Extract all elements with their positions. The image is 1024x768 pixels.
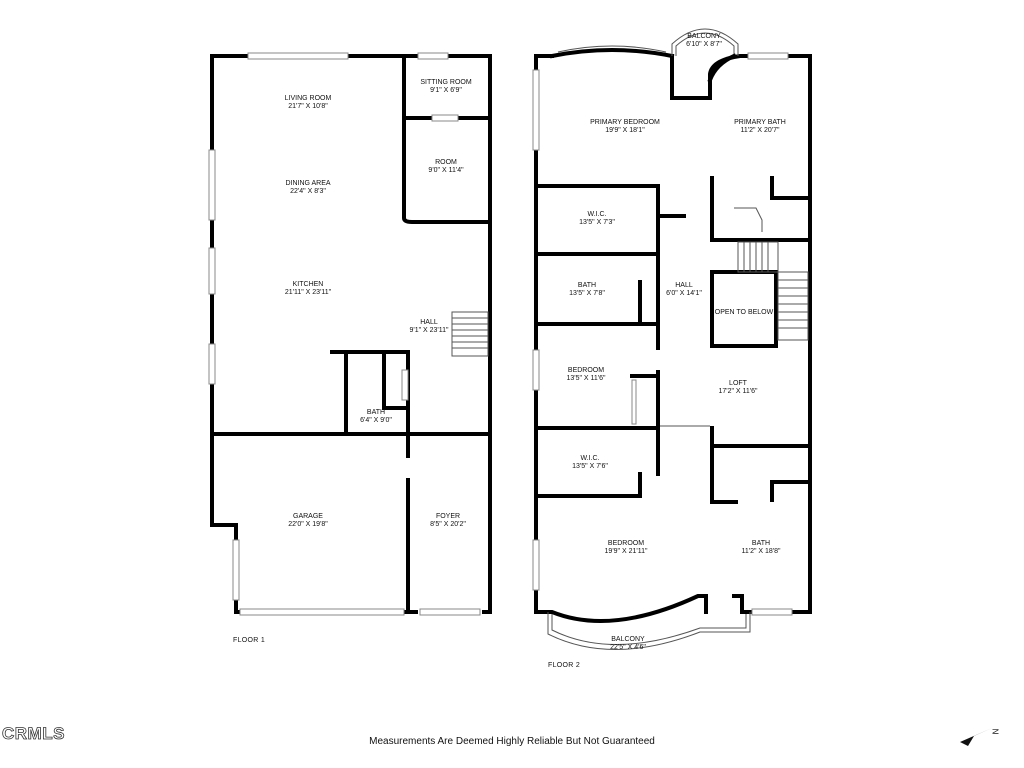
hall-2-name: HALL	[675, 282, 693, 289]
balcony-door-curve	[707, 53, 737, 83]
window	[247, 52, 349, 60]
window	[417, 52, 449, 60]
crmls-logo: CRMLS	[2, 724, 65, 744]
sitting-room-wall	[402, 54, 492, 224]
window	[532, 539, 540, 591]
bath-1-name: BATH	[367, 409, 385, 416]
north-arrow-icon	[960, 728, 992, 746]
wic-2-wall	[534, 426, 660, 498]
sitting-room-name: SITTING ROOM	[420, 79, 472, 86]
foyer-name: FOYER	[436, 513, 460, 520]
floor-2-exterior-wall	[534, 54, 812, 614]
room-name: ROOM	[435, 159, 457, 166]
window	[208, 149, 216, 221]
floor-2-label: FLOOR 2	[548, 662, 581, 669]
balcony-top-name: BALCONY	[687, 33, 721, 40]
living-room-name: LIVING ROOM	[285, 95, 332, 102]
balcony-top-railing	[671, 28, 739, 56]
bedroom-2-name: BEDROOM	[608, 540, 644, 547]
hall-1-dimensions: 9'1" X 23'11"	[409, 327, 449, 334]
floor-1-plan	[208, 52, 492, 616]
floor-2-stairs	[734, 207, 809, 341]
entry-door	[419, 608, 481, 616]
kitchen-dimensions: 21'11" X 23'11"	[285, 289, 332, 296]
balcony-bottom-railing	[547, 612, 751, 650]
bath-2-dimensions: 13'5" X 7'8"	[569, 290, 605, 297]
window	[208, 247, 216, 295]
dining-area-name: DINING AREA	[285, 180, 330, 187]
loft-dimensions: 17'2" X 11'6"	[718, 388, 758, 395]
bedroom-1-dimensions: 13'5" X 11'6"	[566, 375, 606, 382]
balcony-bottom-railing-inner	[551, 614, 747, 645]
window	[401, 369, 409, 401]
open-to-below-name: OPEN TO BELOW	[715, 309, 774, 316]
floor-1-label: FLOOR 1	[233, 637, 266, 644]
dining-area-dimensions: 22'4" X 8'3"	[290, 188, 326, 195]
primary-bath-dimensions: 11'2" X 20'7"	[740, 127, 780, 134]
bedroom-1-name: BEDROOM	[568, 367, 604, 374]
primary-bedroom-dimensions: 19'9" X 18'1"	[605, 127, 645, 134]
bath-3-wall	[710, 426, 812, 504]
living-room-dimensions: 21'7" X 10'8"	[288, 103, 328, 110]
window	[747, 52, 789, 60]
hall-2-dimensions: 6'0" X 14'1"	[666, 290, 702, 297]
window	[631, 379, 637, 425]
window	[532, 349, 540, 391]
sitting-room-dimensions: 9'1" X 6'9"	[430, 87, 462, 94]
loft-name: LOFT	[729, 380, 748, 387]
primary-bath-wall	[710, 176, 812, 242]
primary-bedroom-bay	[549, 48, 675, 59]
bath-1-wall	[330, 350, 410, 436]
window	[232, 539, 240, 601]
floor-2-plan	[532, 28, 812, 650]
window	[532, 69, 540, 151]
bay-window	[557, 45, 667, 53]
primary-bath-name: PRIMARY BATH	[734, 119, 786, 126]
bath-2-name: BATH	[578, 282, 596, 289]
bath-1-dimensions: 6'4" X 9'0"	[360, 417, 392, 424]
garage-dimensions: 22'0" X 19'8"	[288, 521, 328, 528]
foyer-dimensions: 8'5" X 20'2"	[430, 521, 466, 528]
north-letter: N	[991, 728, 1001, 735]
wic-2-name: W.I.C.	[580, 455, 599, 462]
garage-name: GARAGE	[293, 513, 323, 520]
garage-wall	[210, 432, 492, 614]
bath-3-dimensions: 11'2" X 18'8"	[741, 548, 781, 555]
window	[431, 114, 459, 122]
garage-door	[239, 608, 405, 616]
kitchen-name: KITCHEN	[293, 281, 324, 288]
floor-1-stairs	[451, 311, 489, 357]
bath-3-name: BATH	[752, 540, 770, 547]
balcony-bottom-name: BALCONY	[611, 636, 645, 643]
bath-2-wall	[534, 252, 660, 326]
window	[751, 608, 793, 616]
wic-2-dimensions: 13'5" X 7'6"	[572, 463, 608, 470]
balcony-top-railing-inner	[675, 32, 735, 56]
balcony-bottom-dimensions: 22'5" X 4'6"	[610, 644, 646, 651]
disclaimer-text: Measurements Are Deemed Highly Reliable …	[369, 736, 655, 747]
wic-1-name: W.I.C.	[587, 211, 606, 218]
floor-1-exterior-wall	[210, 54, 492, 614]
room-dimensions: 9'0" X 11'4"	[428, 167, 464, 174]
balcony-top-dimensions: 6'10" X 8'7"	[686, 41, 722, 48]
primary-bedroom-name: PRIMARY BEDROOM	[590, 119, 660, 126]
window	[208, 343, 216, 385]
hall-1-name: HALL	[420, 319, 438, 326]
bedroom-2-dimensions: 19'9" X 21'11"	[605, 548, 648, 555]
wic-1-dimensions: 13'5" X 7'3"	[579, 219, 615, 226]
